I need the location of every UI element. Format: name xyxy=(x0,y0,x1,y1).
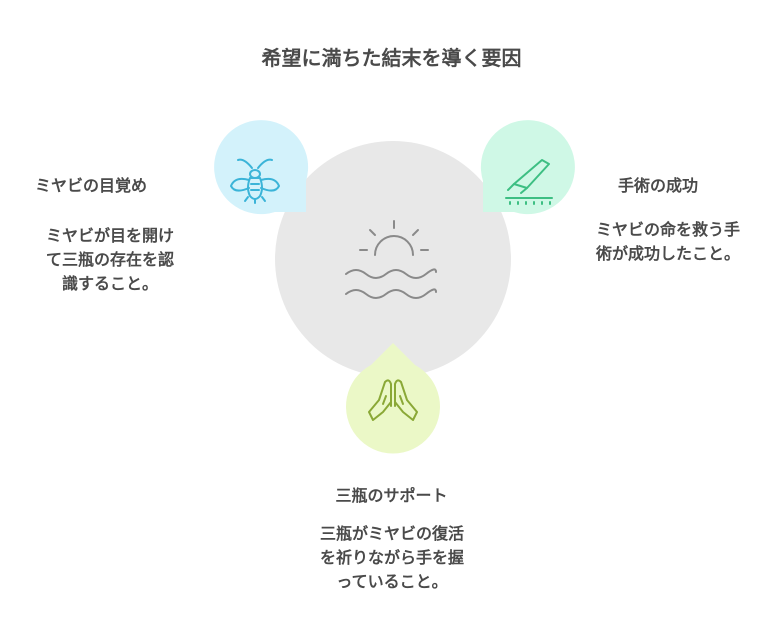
factor-label-awakening: ミヤビの目覚め xyxy=(35,176,148,195)
bottom-bubble xyxy=(345,343,440,454)
factor-description-awakening: ミヤビが目を開け て三瓶の存在を認 識すること。 xyxy=(29,224,191,296)
right-bubble xyxy=(480,120,575,215)
factor-description-support: 三瓶がミヤビの復活 を祈りながら手を握 っていること。 xyxy=(296,522,488,594)
description-line: 術が成功したこと。 xyxy=(595,244,740,263)
center-circle xyxy=(275,141,511,377)
description-line: て三瓶の存在を認 xyxy=(45,250,174,269)
factor-description-surgery: ミヤビの命を救う手 術が成功したこと。 xyxy=(573,218,763,266)
sunrise-over-water-icon xyxy=(345,220,437,299)
firefly-icon xyxy=(230,158,280,204)
scalpel-icon xyxy=(505,159,553,206)
description-line: ミヤビの命を救う手 xyxy=(595,220,740,239)
description-line: 三瓶がミヤビの復活 xyxy=(319,524,464,543)
praying-hands-icon xyxy=(368,379,418,421)
left-bubble xyxy=(214,120,309,215)
description-line: を祈りながら手を握 xyxy=(319,548,464,567)
factor-label-surgery: 手術の成功 xyxy=(618,176,699,195)
diagram-title: 希望に満ちた結末を導く要因 xyxy=(261,46,522,70)
factor-label-support: 三瓶のサポート xyxy=(335,486,448,505)
description-line: ミヤビが目を開け xyxy=(45,226,174,245)
description-line: 識すること。 xyxy=(61,274,158,293)
description-line: っていること。 xyxy=(336,572,448,591)
